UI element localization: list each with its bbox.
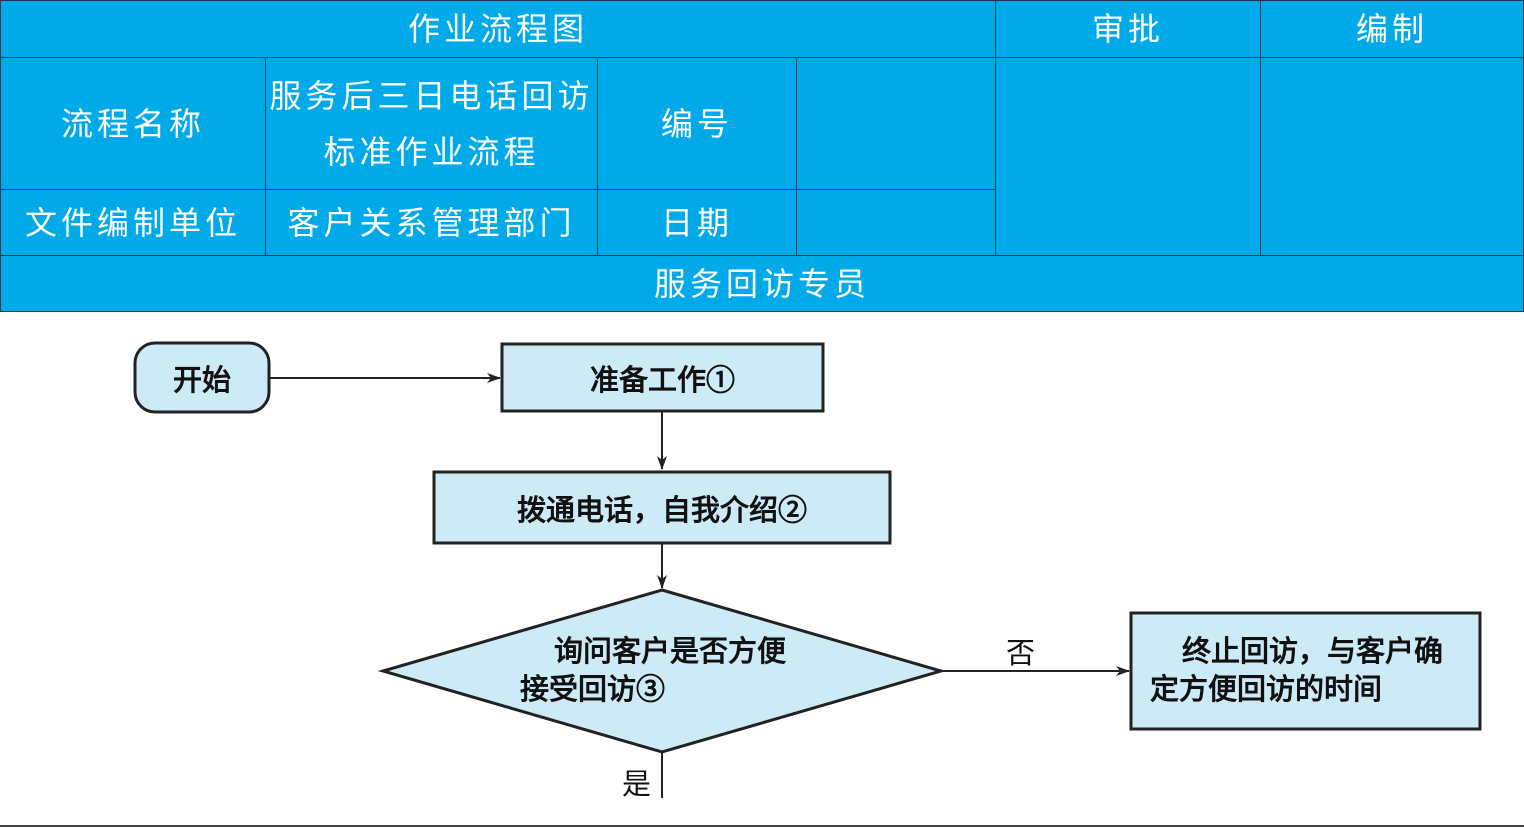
yes-label: 是 bbox=[622, 767, 652, 801]
compile-header: 编制 bbox=[1260, 0, 1524, 58]
step1-node bbox=[500, 342, 825, 413]
end-line2: 定方便回访的时间 bbox=[1150, 672, 1383, 706]
decision-line2: 接受回访③ bbox=[520, 672, 666, 706]
number-label: 编号 bbox=[597, 57, 797, 190]
decision-line1: 询问客户是否方便 bbox=[554, 634, 787, 668]
process-name-line1: 服务后三日电话回访 bbox=[269, 76, 594, 115]
process-name-line2: 标准作业流程 bbox=[323, 132, 540, 171]
process-name-value: 服务后三日电话回访 标准作业流程 bbox=[265, 57, 598, 190]
end-node bbox=[1129, 611, 1482, 731]
approve-sign-area bbox=[995, 57, 1261, 256]
flowchart: 开始 准备工作① 拨通电话，自我介绍② 询问客户是否方便 接受回访③ 否 是 终… bbox=[0, 312, 1524, 829]
compile-sign-area bbox=[1260, 57, 1524, 256]
decision-label: 询问客户是否方便 接受回访③ bbox=[480, 630, 840, 710]
process-name-label: 流程名称 bbox=[0, 57, 266, 190]
step1-label: 准备工作① bbox=[589, 362, 735, 397]
number-value bbox=[796, 57, 996, 190]
header-table: 作业流程图 审批 编制 流程名称 服务后三日电话回访 标准作业流程 编号 文件编… bbox=[0, 0, 1524, 312]
unit-label: 文件编制单位 bbox=[0, 189, 266, 256]
date-value bbox=[796, 189, 996, 256]
start-label: 开始 bbox=[172, 362, 231, 397]
no-label: 否 bbox=[1006, 636, 1036, 670]
approve-header: 审批 bbox=[995, 0, 1261, 58]
flowchart-shapes bbox=[0, 341, 1524, 827]
unit-value: 客户关系管理部门 bbox=[265, 189, 598, 256]
step2-label: 拨通电话，自我介绍② bbox=[516, 492, 807, 527]
end-line1: 终止回访，与客户确 bbox=[1182, 634, 1444, 668]
role-row: 服务回访专员 bbox=[0, 255, 1524, 312]
end-label: 终止回访，与客户确 定方便回访的时间 bbox=[1140, 630, 1475, 710]
table-title: 作业流程图 bbox=[0, 0, 996, 58]
date-label: 日期 bbox=[597, 189, 797, 256]
